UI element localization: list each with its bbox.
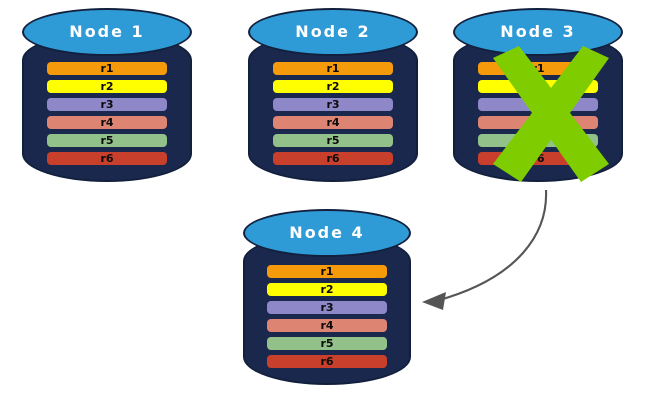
node-4-row-r3[interactable]: r3 [267,301,387,314]
node-4-row-r2[interactable]: r2 [267,283,387,296]
node-1-row-r3[interactable]: r3 [46,98,168,111]
node-4-row-r6[interactable]: r6 [267,355,387,368]
node-4[interactable]: Node 4 r1 r2 r3 r4 r5 r6 [243,209,411,385]
node-3-row-r5[interactable]: r5 [477,134,599,147]
node-3[interactable]: Node 3 r1 r2 r3 r4 r5 r6 [453,8,623,182]
node-2-cylinder-top [248,8,418,56]
node-2-row-r5[interactable]: r5 [272,134,394,147]
node-4-row-r5[interactable]: r5 [267,337,387,350]
node-2-row-r2[interactable]: r2 [272,80,394,93]
node-1-row-r5[interactable]: r5 [46,134,168,147]
node-4-row-r1[interactable]: r1 [267,265,387,278]
node-1-row-r4[interactable]: r4 [46,116,168,129]
node-3-row-r1[interactable]: r1 [477,62,599,75]
node-4-title: Node 4 [289,223,365,242]
node-2-title: Node 2 [295,22,371,41]
replication-arrow-head [422,292,446,310]
node-3-rows: r1 r2 r3 r4 r5 r6 [453,62,623,165]
node-3-title: Node 3 [500,22,576,41]
node-2-rows: r1 r2 r3 r4 r5 r6 [248,62,418,165]
node-3-row-r4[interactable]: r4 [477,116,599,129]
node-1-rows: r1 r2 r3 r4 r5 r6 [22,62,192,165]
node-1-row-r1[interactable]: r1 [46,62,168,75]
node-2-row-r6[interactable]: r6 [272,152,394,165]
node-2-row-r3[interactable]: r3 [272,98,394,111]
node-4-cylinder-top [243,209,411,257]
node-2[interactable]: Node 2 r1 r2 r3 r4 r5 r6 [248,8,418,182]
node-4-rows: r1 r2 r3 r4 r5 r6 [243,265,411,368]
node-1-row-r6[interactable]: r6 [46,152,168,165]
node-2-row-r1[interactable]: r1 [272,62,394,75]
node-1-cylinder-top [22,8,192,56]
replication-arrow-curve [435,189,548,303]
node-3-row-r2[interactable]: r2 [477,80,599,93]
node-1-title: Node 1 [69,22,145,41]
node-1-row-r2[interactable]: r2 [46,80,168,93]
node-2-row-r4[interactable]: r4 [272,116,394,129]
node-1[interactable]: Node 1 r1 r2 r3 r4 r5 r6 [22,8,192,182]
node-3-row-r6[interactable]: r6 [477,152,599,165]
node-3-row-r3[interactable]: r3 [477,98,599,111]
node-4-row-r4[interactable]: r4 [267,319,387,332]
